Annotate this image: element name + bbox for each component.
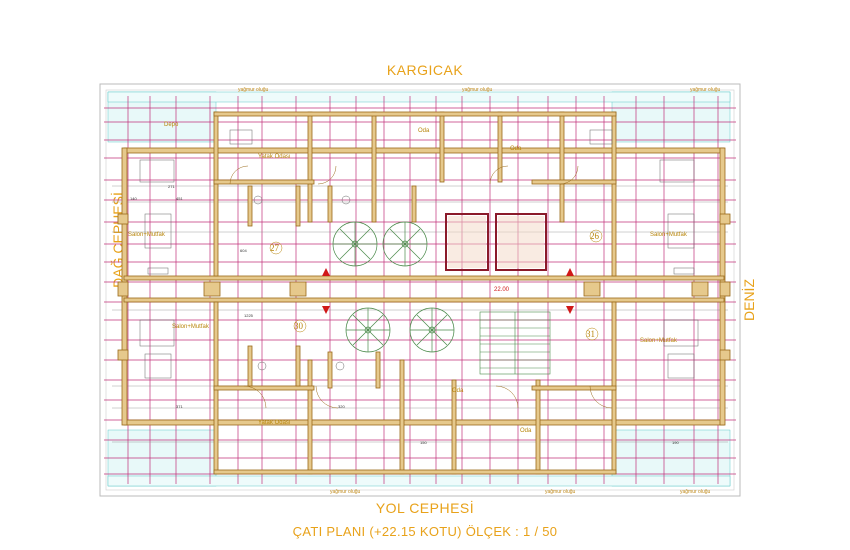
svg-text:190: 190 bbox=[672, 440, 679, 445]
spiral-stairs bbox=[332, 221, 455, 353]
svg-text:604: 604 bbox=[240, 248, 247, 253]
unit-numbers: 27 26 30 31 bbox=[269, 229, 603, 341]
room-label-bedroom-ne: Oda bbox=[510, 146, 522, 152]
furniture bbox=[139, 129, 699, 379]
room-label-living-31: Salon+Mutfak bbox=[640, 338, 678, 344]
room-labels: Salon+Mutfak Salon+Mutfak Salon+Mutfak S… bbox=[128, 122, 688, 434]
south-facade-label: YOL CEPHESİ bbox=[375, 500, 475, 516]
svg-text:150: 150 bbox=[420, 440, 427, 445]
room-label-bath-n: Yatak Odası bbox=[258, 154, 291, 160]
svg-text:yağmur oluğu: yağmur oluğu bbox=[680, 489, 711, 495]
unit-number-30: 30 bbox=[294, 321, 304, 331]
svg-text:yağmur oluğu: yağmur oluğu bbox=[238, 87, 269, 93]
room-label-bedroom-s: Oda bbox=[452, 388, 464, 394]
roof-tile-hatch bbox=[107, 91, 731, 487]
room-label-living-27: Salon+Mutfak bbox=[128, 232, 166, 238]
unit-number-26: 26 bbox=[590, 231, 600, 241]
svg-text:371: 371 bbox=[176, 404, 183, 409]
elevator-shafts bbox=[445, 213, 547, 271]
room-label-bedroom-se: Oda bbox=[520, 428, 532, 434]
structural-grid-horizontal bbox=[104, 107, 736, 475]
structural-grid-vertical bbox=[127, 96, 719, 484]
main-staircase bbox=[479, 311, 551, 375]
svg-text:271: 271 bbox=[168, 184, 175, 189]
room-label-living-30: Salon+Mutfak bbox=[172, 324, 210, 330]
eave-labels: yağmur oluğu yağmur oluğu yağmur oluğu y… bbox=[238, 87, 721, 495]
svg-text:yağmur oluğu: yağmur oluğu bbox=[462, 87, 493, 93]
drawing-title: ÇATI PLANI (+22.15 KOTU) ÖLÇEK : 1 / 50 bbox=[292, 524, 558, 539]
level-mark: 22.00 bbox=[494, 287, 510, 293]
svg-text:320: 320 bbox=[338, 404, 345, 409]
svg-text:yağmur oluğu: yağmur oluğu bbox=[545, 489, 576, 495]
unit-number-31: 31 bbox=[586, 329, 595, 339]
north-facade-label: KARGICAK bbox=[386, 62, 464, 78]
svg-text:451: 451 bbox=[176, 196, 183, 201]
room-label-storage: Depo bbox=[164, 122, 179, 128]
columns bbox=[117, 213, 731, 361]
dimension-lines bbox=[112, 185, 728, 443]
room-label-living-26: Salon+Mutfak bbox=[650, 232, 688, 238]
door-swings bbox=[229, 165, 613, 409]
unit-number-27: 27 bbox=[270, 243, 280, 253]
svg-text:yağmur oluğu: yağmur oluğu bbox=[690, 87, 721, 93]
svg-text:yağmur oluğu: yağmur oluğu bbox=[330, 489, 361, 495]
dimension-figures: 140 451 271 1225 371 320 150 604 190 bbox=[130, 184, 679, 445]
shaft-hatch bbox=[448, 216, 544, 268]
roof-outline bbox=[99, 83, 741, 497]
svg-text:1225: 1225 bbox=[244, 313, 254, 318]
walls bbox=[121, 111, 726, 475]
svg-text:140: 140 bbox=[130, 196, 137, 201]
room-label-bath-s: Yatak Odası bbox=[258, 420, 291, 426]
room-label-bedroom-n: Oda bbox=[418, 128, 430, 134]
section-markers bbox=[322, 268, 574, 314]
